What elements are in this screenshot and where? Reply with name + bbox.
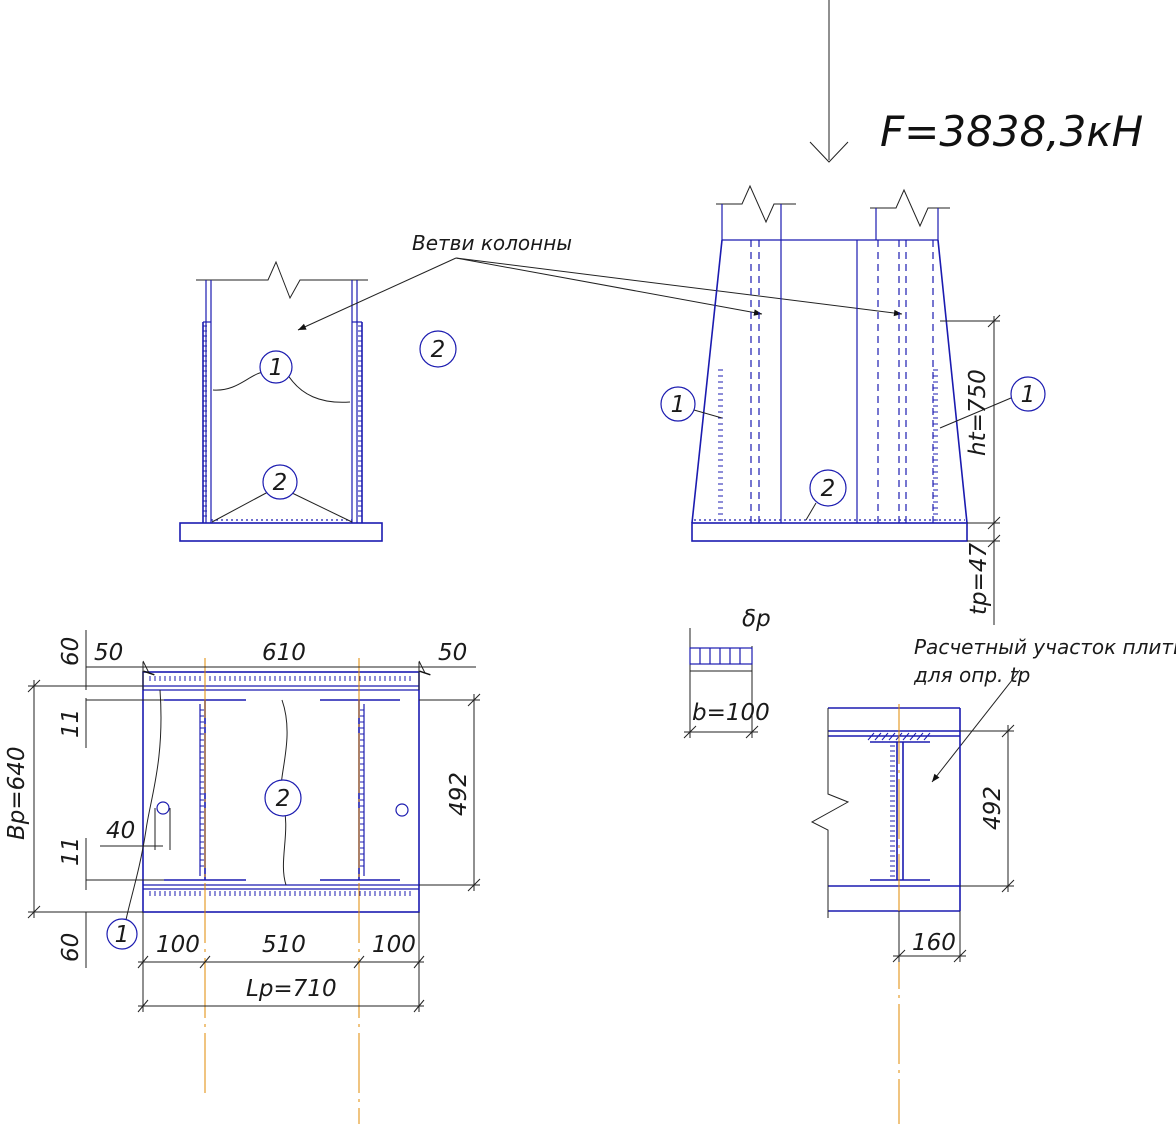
dim-bottom-mid: 510 (262, 932, 306, 958)
weld-2-leader-left (211, 491, 269, 523)
dim-top-right: 50 (438, 640, 467, 666)
weld-1-label-side: 1 (269, 355, 284, 381)
weld-2-label-side: 2 (273, 470, 288, 496)
dim-hole-offset: 40 (106, 818, 135, 844)
dim-top-mid: 610 (262, 640, 306, 666)
calc-area-callout-2: для опр. tp (913, 663, 1030, 687)
weld-1-label-front-left: 1 (671, 392, 686, 418)
weld-2-label-free: 2 (431, 337, 446, 363)
dim-weld-bottom: 11 (58, 837, 84, 866)
dim-bottom-left: 100 (156, 932, 200, 958)
weld-2-label-front: 2 (821, 476, 836, 502)
dim-edge-top: 60 (58, 637, 84, 666)
weld-1-leader-front-right (939, 397, 1012, 429)
branches-arrow-3 (455, 257, 903, 317)
weld-2-marker-side (262, 464, 298, 500)
calc-area-detail (810, 707, 961, 918)
weld-1-marker-side (259, 350, 293, 384)
branches-arrow-1 (297, 257, 457, 331)
dim-bottom-right: 100 (372, 932, 416, 958)
dim-height-492: 492 (446, 772, 472, 816)
dim-bp: Bp=640 (4, 746, 30, 840)
ht-dimension: ht=750 (965, 369, 991, 456)
dim-top-left: 50 (94, 640, 123, 666)
weld-1-leader-left (212, 371, 269, 391)
dim-lp: Lp=710 (246, 976, 337, 1002)
dim-calc-height: 492 (980, 786, 1006, 830)
plan-side-dimensions (27, 679, 481, 968)
calc-area-callout-1: Расчетный участок плиты (914, 635, 1176, 659)
front-elevation (691, 184, 968, 542)
plan-top-dimensions (85, 630, 476, 690)
weld-1-label-front-right: 1 (1021, 382, 1036, 408)
dim-weld-top: 11 (58, 709, 84, 738)
weld-2-leader-front (805, 502, 817, 521)
side-elevation (179, 260, 383, 542)
weld-1-marker-plan (106, 918, 138, 950)
weld-2-label-plan: 2 (276, 786, 291, 812)
plate-strip-section (683, 628, 759, 739)
calc-area-arrow (931, 669, 1021, 783)
weld-2-marker-free (419, 330, 457, 368)
dim-calc-width: 160 (912, 930, 956, 956)
tp-dimension: tp=47 (966, 542, 992, 615)
dim-plate-thickness: δр (742, 606, 771, 632)
height-dimensions (940, 314, 1001, 625)
weld-1-marker-front-left (660, 386, 696, 422)
weld-2-marker-front (809, 469, 847, 507)
branches-arrow-2 (455, 257, 763, 316)
load-arrow (809, 0, 849, 163)
weld-1-leader-right (285, 371, 351, 403)
weld-1-marker-front-right (1010, 376, 1046, 412)
weld-2-marker-plan (264, 779, 302, 817)
branches-callout: Ветви колонны (412, 231, 572, 255)
weld-1-leader-front-left (693, 409, 723, 419)
dim-strip-width: b=100 (692, 700, 770, 726)
plan-bottom-dimensions (137, 912, 425, 1013)
dim-edge-bottom: 60 (58, 933, 84, 962)
calc-area-dimensions (892, 724, 1015, 963)
weld-1-leader-plan (125, 689, 162, 921)
load-label: F=3838,3кН (880, 107, 1143, 156)
weld-2-leader-right (289, 491, 353, 523)
weld-1-label-plan: 1 (115, 922, 130, 948)
